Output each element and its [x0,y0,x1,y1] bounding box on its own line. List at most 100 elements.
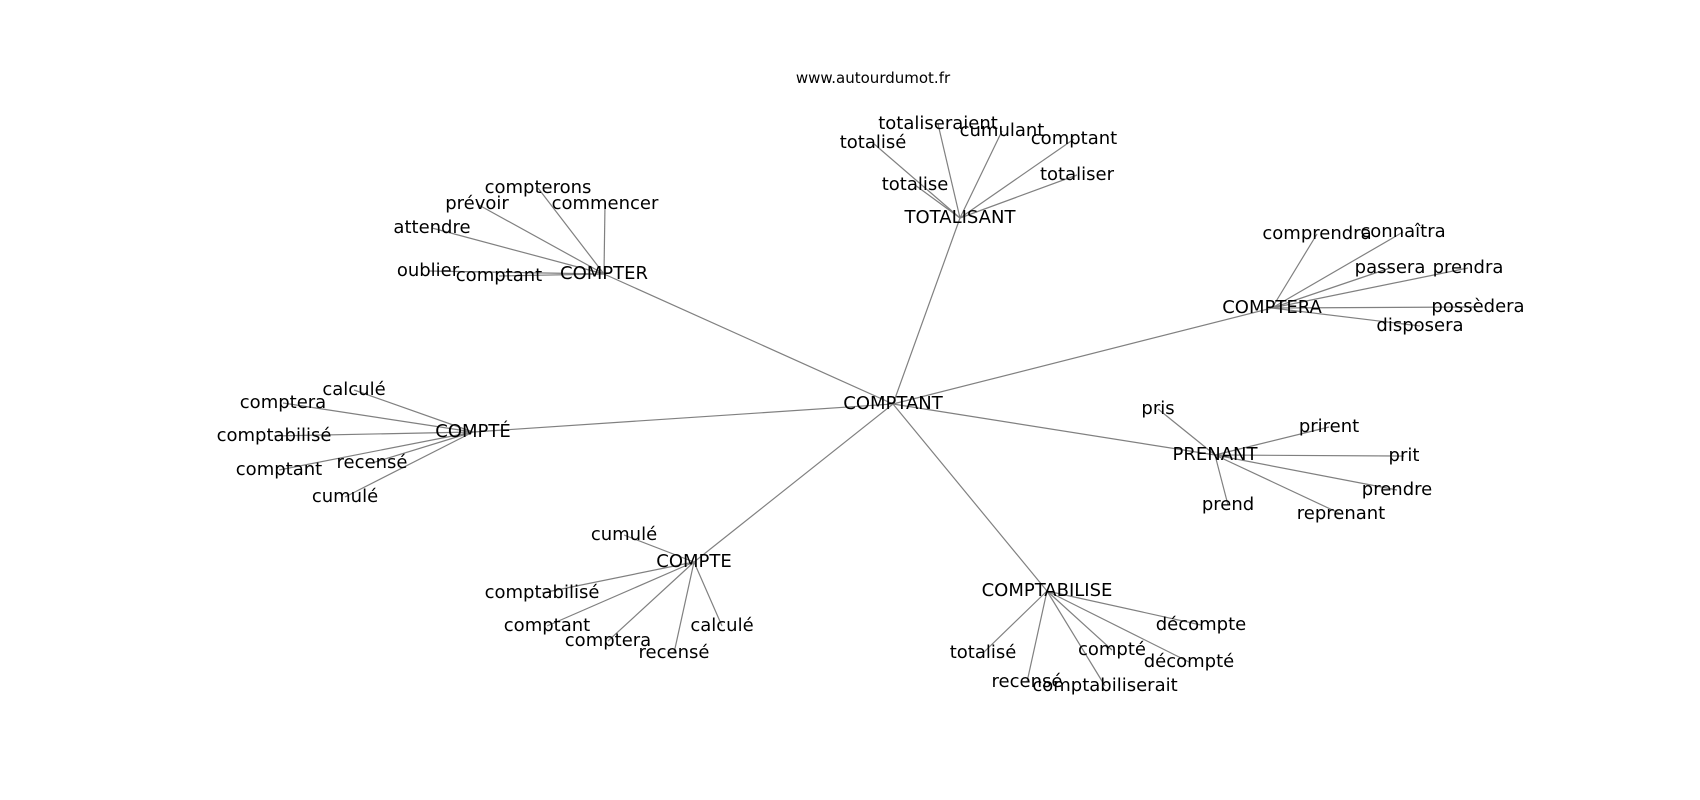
leaf-word-totaliser: totaliser [1040,164,1115,185]
leaf-word-cumule: cumulé [312,486,378,507]
leaf-word-passera: passera [1355,257,1426,278]
edge-totalisant-totaliseraient [937,123,961,219]
leaf-word-comptant: comptant [456,265,542,286]
edge-prenant-prendre [1214,454,1398,491]
leaf-word-totalise: totalisé [840,132,907,153]
edge-comptera-prendra [1271,267,1469,309]
leaf-word-totalise: totalisé [950,642,1017,663]
leaf-word-prit: prit [1389,445,1420,466]
edge-compter-comptant [498,273,605,277]
hub-word-compte: COMPTÉ [435,420,511,442]
leaf-word-decompte: décompté [1144,651,1235,672]
edge-compte-comptant [546,561,695,627]
leaf-word-recense: recensé [992,671,1063,692]
edge-compter-prevoir [476,203,605,275]
edge-compte-cumule [344,431,474,498]
edge-center-comptabilise [892,403,1048,592]
edge-comptera-disposera [1271,307,1421,327]
edge-compte-cumule [623,534,695,563]
leaf-word-calcule: calculé [322,379,385,400]
edge-compter-oublier [427,270,605,275]
edge-compte-comptabilise [541,561,695,594]
leaf-word-totalise: totalise [882,174,949,195]
leaf-word-cumulant: cumulant [960,120,1045,141]
edge-totalisant-comptant [959,138,1075,219]
leaf-word-attendre: attendre [393,217,470,238]
leaf-word-prendre: prendre [1362,479,1432,500]
edge-center-compter [603,273,894,405]
edge-totalisant-totaliser [959,174,1078,219]
edge-compte-comptera [282,402,474,433]
leaf-word-prirent: prirent [1299,416,1359,437]
edge-compte-recense [673,561,695,654]
leaf-word-decompte: décompte [1156,614,1247,635]
edge-comptera-connaitra [1271,231,1404,309]
leaf-word-totaliseraient: totaliseraient [878,113,998,134]
edge-center-totalisant [892,217,961,405]
leaf-word-recense: recensé [639,642,710,663]
graph-labels: totaliseraienttotalisécumulantcomptantto… [217,113,1525,696]
hub-word-compter: COMPTER [560,263,648,284]
leaf-word-prendra: prendra [1433,257,1504,278]
edge-compte-comptant [278,431,474,471]
leaf-word-comptabilise: comptabilisé [217,425,332,446]
leaf-word-comptant: comptant [504,615,590,636]
edge-compte-calcule [353,389,474,433]
edge-compter-commencer [603,203,606,275]
leaf-word-comptant: comptant [236,459,322,480]
edge-prenant-prend [1214,454,1229,506]
edge-prenant-pris [1157,408,1216,456]
edge-comptera-passera [1271,267,1391,309]
leaf-word-compte: compté [1078,639,1146,660]
edge-compter-attendre [431,227,605,275]
center-word: COMPTANT [843,393,943,414]
edge-comptabilise-decompte [1046,590,1202,626]
edge-comptabilise-comptabiliserait [1046,590,1106,687]
edge-center-prenant [892,403,1216,456]
leaf-word-possedera: possèdera [1431,296,1524,317]
edge-compte-comptabilise [273,431,474,437]
site-url: www.autourdumot.fr [796,69,951,87]
edge-comptabilise-recense [1026,590,1048,683]
edge-comptera-possedera [1271,306,1479,309]
leaf-word-connaitra: connaîtra [1360,221,1445,242]
edge-center-compte [693,403,894,563]
leaf-word-reprenant: reprenant [1297,503,1386,524]
edge-center-compte [472,403,894,433]
leaf-word-comptera: comptera [240,392,326,413]
leaf-word-oublier: oublier [397,260,460,281]
edge-center-comptera [892,307,1273,405]
edge-compte-calcule [693,561,723,627]
graph-edges [273,123,1479,687]
leaf-word-calcule: calculé [690,615,753,636]
edge-comptabilise-compte [1046,590,1113,651]
edge-prenant-prit [1214,454,1405,457]
leaf-word-comptabilise: comptabilisé [485,582,600,603]
leaf-word-comptabiliserait: comptabiliserait [1032,675,1177,696]
edge-totalisant-totalise [914,184,961,219]
leaf-word-recense: recensé [337,452,408,473]
leaf-word-comptera: comptera [565,630,651,651]
leaf-word-commencer: commencer [552,193,659,214]
edge-compter-compterons [537,187,605,275]
hub-word-prenant: PRENANT [1173,444,1259,465]
hub-word-totalisant: TOTALISANT [904,207,1017,228]
edge-comptabilise-totalise [982,590,1048,654]
leaf-word-prend: prend [1202,494,1254,515]
edge-totalisant-cumulant [959,130,1003,219]
edge-compte-recense [371,431,474,464]
hub-word-comptabilise: COMPTABILISE [982,580,1113,601]
edge-totalisant-totalise [872,142,961,219]
leaf-word-cumule: cumulé [591,524,657,545]
leaf-word-prevoir: prévoir [445,193,509,214]
edge-compte-comptera [607,561,695,642]
leaf-word-pris: pris [1141,398,1174,419]
leaf-word-comptant: comptant [1031,128,1117,149]
hub-word-compte: COMPTE [656,551,732,572]
leaf-word-compterons: compterons [485,177,592,198]
leaf-word-disposera: disposera [1376,315,1463,336]
edge-comptera-comprendra [1271,233,1318,309]
edge-comptabilise-decompte [1046,590,1190,663]
edge-prenant-prirent [1214,426,1330,456]
